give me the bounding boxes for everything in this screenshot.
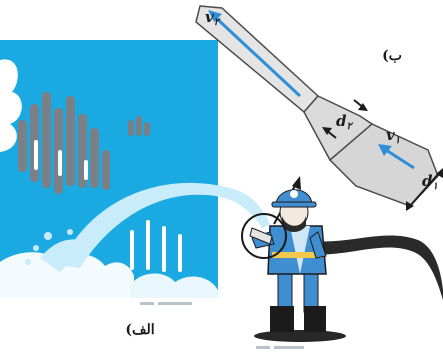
panel-a-label: (الف — [125, 322, 154, 338]
firefighter — [250, 190, 346, 342]
ground-shadow — [254, 330, 346, 342]
boot-right — [304, 306, 326, 332]
panel-b-label: (ب — [382, 48, 402, 64]
v1-label: v۱ — [386, 126, 400, 146]
boot-left — [270, 306, 294, 332]
panel-b-nozzle: v۲ v۱ d۲ d۱ (ب — [196, 6, 443, 211]
helmet-badge — [290, 190, 298, 198]
flow-arrow-v2 — [214, 16, 300, 96]
panel-a-scene: (الف — [0, 40, 270, 338]
